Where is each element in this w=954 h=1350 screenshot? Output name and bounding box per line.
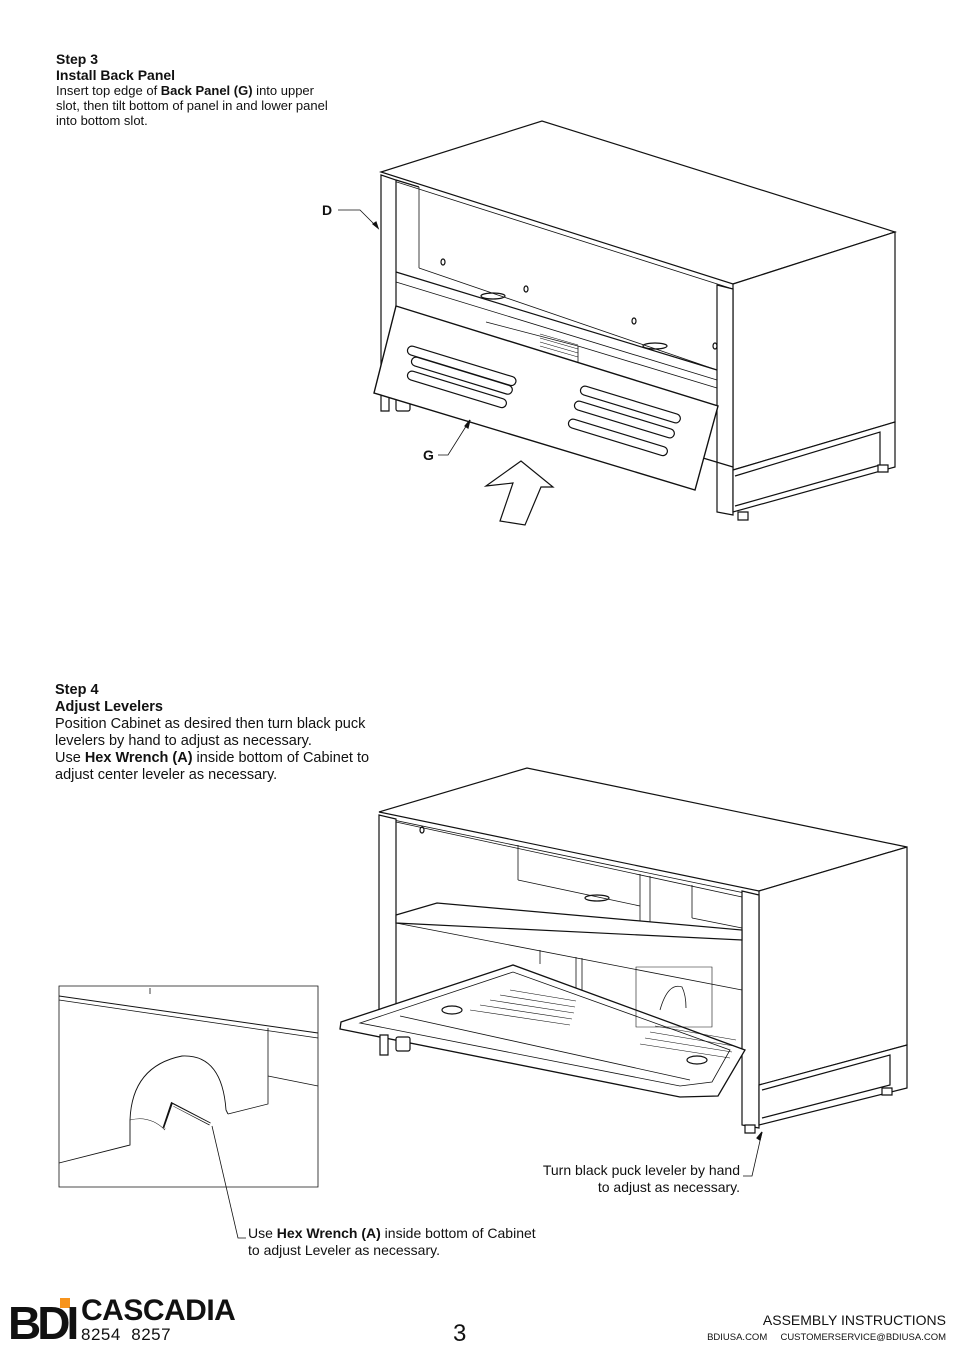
- step4-body: Position Cabinet as desired then turn bl…: [55, 716, 415, 784]
- brand-name: CASCADIA: [81, 1294, 236, 1327]
- callout-text: to adjust as necessary.: [597, 1179, 740, 1195]
- puck-leveler-callout: Turn black puck leveler by hand to adjus…: [470, 1162, 740, 1196]
- step3-instructions: Step 3 Install Back Panel Insert top edg…: [56, 51, 386, 128]
- step3-part-ref: Back Panel (G): [160, 83, 253, 98]
- step4-text: levelers by hand to adjust as necessary.: [55, 733, 312, 749]
- step4-title: Adjust Levelers: [55, 699, 163, 715]
- step4-part-ref: Hex Wrench (A): [84, 750, 193, 766]
- step3-title: Install Back Panel: [56, 67, 176, 83]
- step3-number: Step 3: [56, 51, 99, 67]
- hex-wrench-callout: Use Hex Wrench (A) inside bottom of Cabi…: [248, 1225, 608, 1259]
- step4-text: inside bottom of Cabinet to: [192, 750, 370, 766]
- website-link[interactable]: BDIUSA.COM: [707, 1332, 768, 1343]
- step3-text: into bottom slot.: [56, 113, 148, 128]
- step4-number: Step 4: [55, 682, 99, 698]
- document-type: ASSEMBLY INSTRUCTIONS: [762, 1312, 946, 1328]
- page-number: 3: [453, 1320, 467, 1347]
- step3-text: into upper: [252, 83, 314, 98]
- step4-instructions: Step 4 Adjust Levelers Position Cabinet …: [55, 682, 415, 784]
- step3-text: slot, then tilt bottom of panel in and l…: [56, 98, 328, 113]
- model-numbers: 8254 8257: [81, 1325, 172, 1344]
- logo-text: BDI: [8, 1297, 76, 1349]
- callout-text: Turn black puck leveler by hand: [542, 1162, 740, 1178]
- callout-part-ref: Hex Wrench (A): [276, 1225, 381, 1241]
- callout-text: Use: [248, 1225, 277, 1241]
- email-link[interactable]: CUSTOMERSERVICE@BDIUSA.COM: [780, 1332, 946, 1343]
- callout-text: to adjust Leveler as necessary.: [248, 1242, 440, 1258]
- label-d: D: [322, 202, 333, 218]
- step4-text: adjust center leveler as necessary.: [55, 767, 278, 783]
- step4-text: Use: [55, 750, 85, 766]
- callout-text: inside bottom of Cabinet: [380, 1225, 536, 1241]
- bdi-logo: BDI: [8, 1297, 80, 1349]
- contact-info: BDIUSA.COM CUSTOMERSERVICE@BDIUSA.COM: [707, 1332, 946, 1343]
- step3-text: Insert top edge of: [56, 83, 161, 98]
- label-g: G: [423, 447, 434, 463]
- step4-text: Position Cabinet as desired then turn bl…: [55, 716, 366, 732]
- step3-body: Insert top edge of Back Panel (G) into u…: [56, 83, 386, 128]
